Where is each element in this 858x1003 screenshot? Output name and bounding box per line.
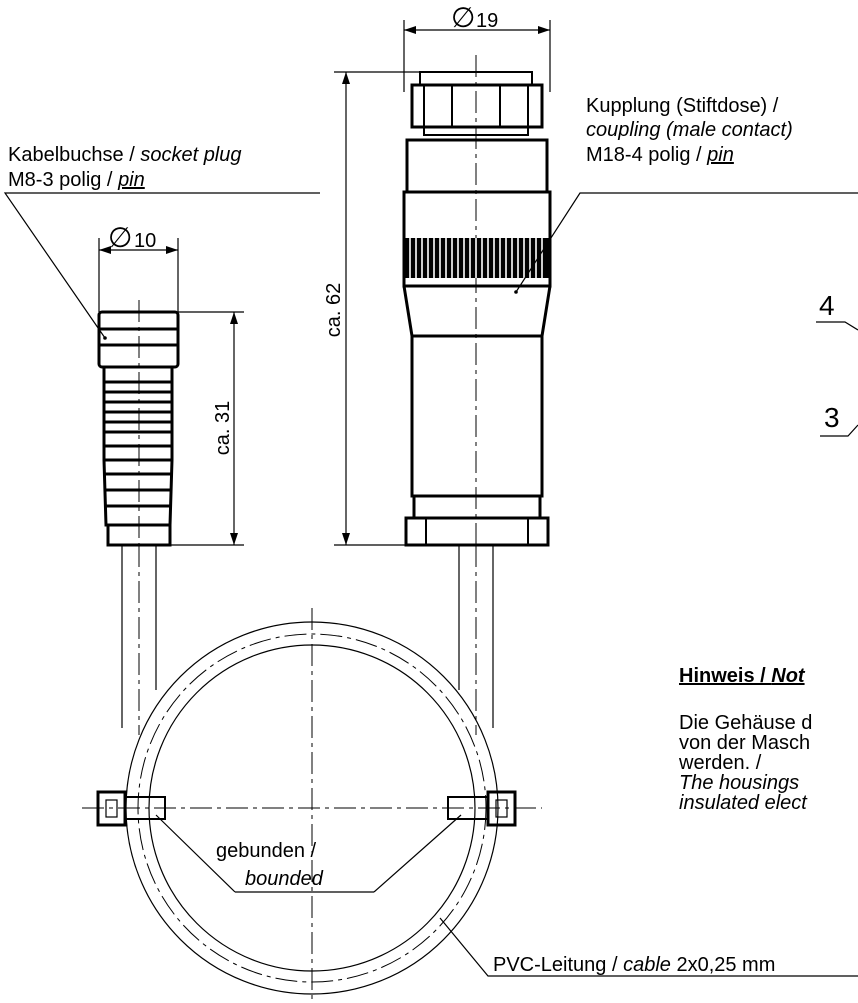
socket-plug-spec-de: M8-3 polig / (8, 169, 118, 191)
cable-label-en: cable (623, 954, 671, 976)
label-socket-plug: Kabelbuchse / socket plug M8-3 polig / p… (3, 144, 320, 340)
coupling-length-value: ca. 62 (323, 283, 345, 337)
note-title-en: Not (771, 665, 806, 687)
socket-plug-label-en: socket plug (140, 144, 241, 166)
cable-right-strand (458, 545, 494, 735)
coupling-label-en: coupling (male contact) (586, 119, 793, 141)
note-block: Hinweis / Not Die Gehäuse d von der Masc… (678, 665, 812, 814)
cable-loop (125, 608, 499, 1003)
coupling-spec-de: M18-4 polig / (586, 144, 707, 166)
svg-text:Hinweis / Not: Hinweis / Not (679, 665, 806, 687)
pin-number-3: 3 (824, 402, 840, 433)
label-bounded: gebunden / bounded (155, 814, 462, 893)
socket-plug-spec-en: pin (117, 169, 145, 191)
cable-label-spec: 2x0,25 mm (671, 954, 775, 976)
svg-text:M18-4 polig / pin: M18-4 polig / pin (586, 144, 734, 166)
socket-plug-label-de: Kabelbuchse / (8, 144, 140, 166)
coupling-diameter-value: 19 (476, 10, 498, 32)
coupling-spec-en: pin (706, 144, 734, 166)
cable-label-de: PVC-Leitung / (493, 954, 623, 976)
coupling-label-line1: Kupplung (Stiftdose) / (586, 95, 779, 117)
pin-number-4: 4 (819, 290, 835, 321)
cable-tie-right (447, 790, 517, 827)
coupling-diameter-symbol: ∅ (451, 2, 475, 33)
dimension-plug-length: ca. 31 (170, 311, 244, 546)
dimension-coupling-diameter: ∅ 19 (403, 2, 551, 92)
coupling (402, 55, 552, 560)
note-line-3: werden. / (678, 752, 762, 774)
svg-text:PVC-Leitung / cable 2x0,25 mm: PVC-Leitung / cable 2x0,25 mm (493, 954, 775, 976)
note-line-1: Die Gehäuse d (679, 712, 812, 734)
bounded-label-de: gebunden / (216, 840, 317, 862)
svg-text:Kabelbuchse / socket plug: Kabelbuchse / socket plug (8, 144, 242, 166)
plug-diameter-value: 10 (134, 230, 156, 252)
label-cable: PVC-Leitung / cable 2x0,25 mm (439, 917, 858, 977)
plug-diameter-symbol: ∅ (108, 222, 132, 253)
pin-marker-4: 4 (816, 290, 858, 331)
note-title-de: Hinweis / (679, 665, 771, 687)
pin-marker-3: 3 (820, 402, 858, 437)
dimension-coupling-length: ca. 62 (323, 71, 420, 546)
plug-length-value: ca. 31 (212, 401, 234, 455)
bounded-label-en: bounded (245, 868, 324, 890)
note-line-5: insulated elect (679, 792, 808, 814)
cable-tie-left (96, 790, 166, 827)
svg-text:M8-3 polig / pin: M8-3 polig / pin (8, 169, 145, 191)
socket-plug (97, 300, 180, 550)
dimension-plug-diameter: ∅ 10 (98, 222, 179, 312)
label-coupling: Kupplung (Stiftdose) / coupling (male co… (514, 95, 858, 294)
note-line-4: The housings (679, 772, 799, 794)
note-line-2: von der Masch (679, 732, 810, 754)
cable-left-strand (121, 545, 157, 735)
